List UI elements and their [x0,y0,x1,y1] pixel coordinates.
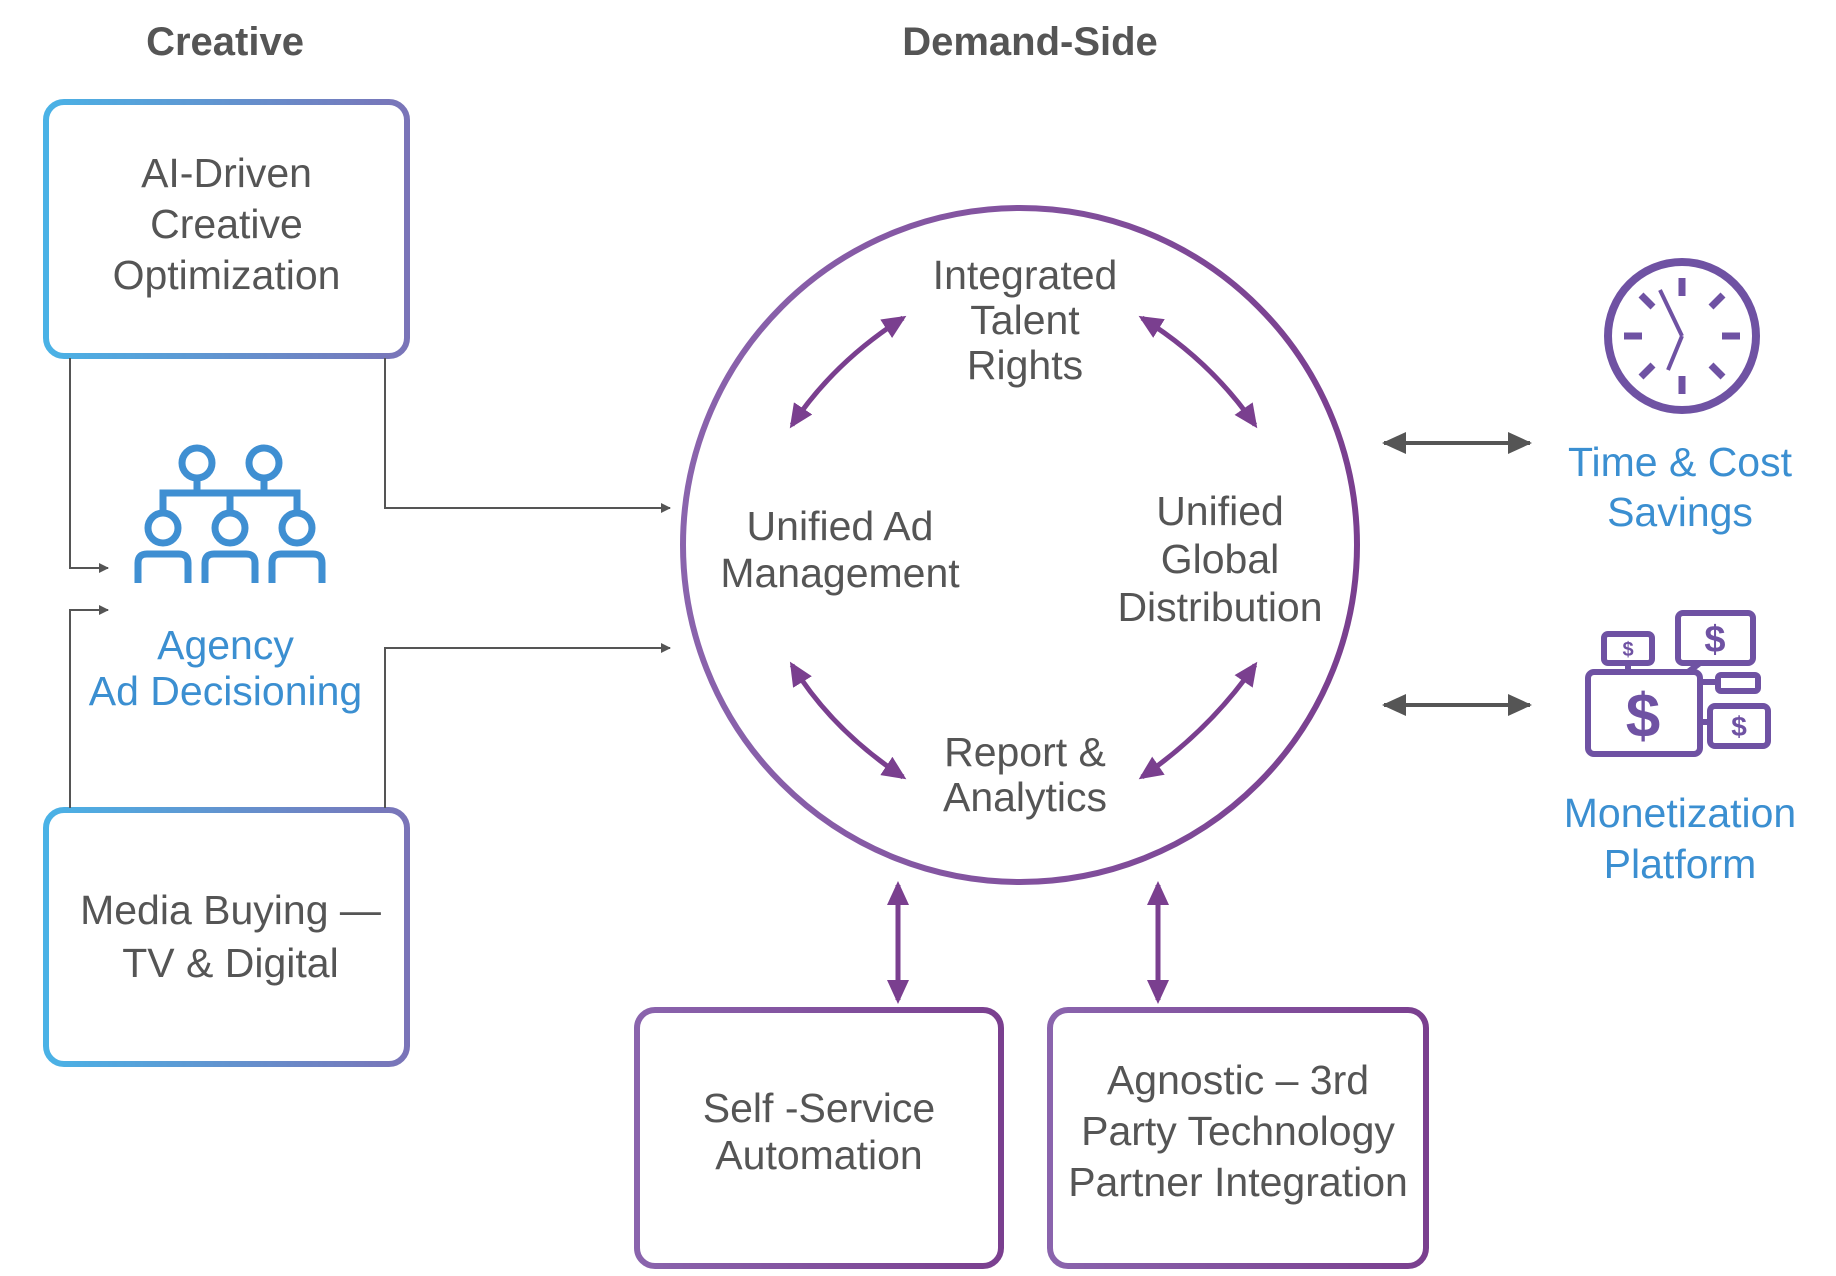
monetization-platform-label: Monetization Platform [1535,788,1825,890]
time-line-2: Savings [1607,489,1753,535]
media-buying-line-2: TV & Digital [122,940,339,986]
people-network-icon [134,444,326,583]
svg-text:$: $ [1704,619,1725,661]
ai-creative-label: AI-Driven Creative Optimization [46,148,407,301]
clock-icon [1604,258,1760,414]
self-service-line-1: Self -Service [702,1085,936,1131]
cycle-left-line-2: Management [720,550,960,596]
cycle-top-line-1: Integrated [932,252,1118,298]
cycle-arrow-top-left [789,315,907,429]
ai-creative-box [43,99,410,359]
cycle-label-unified-global-distribution: Unified Global Distribution [1105,487,1335,631]
media-buying-line-1: Media Buying — [80,887,381,933]
cycle-top-line-3: Rights [966,342,1084,388]
connector-media-to-circle [384,643,671,808]
monetization-line-1: Monetization [1563,790,1797,836]
svg-text:$: $ [1622,639,1633,661]
cycle-top-line-2: Talent [970,297,1080,343]
agency-ad-decisioning-label: Agency Ad Decisioning [70,622,381,714]
media-buying-box [43,807,410,1067]
monetization-line-2: Platform [1603,841,1757,887]
agnostic-label: Agnostic – 3rd Party Technology Partner … [1050,1055,1426,1208]
connector-ai-to-agency [69,358,109,573]
ai-creative-line-3: Optimization [112,252,341,298]
self-service-box [634,1007,1004,1269]
cycle-label-unified-ad-management: Unified Ad Management [705,503,975,597]
agnostic-line-3: Partner Integration [1068,1159,1408,1205]
cycle-right-line-2: Global [1160,536,1280,582]
cycle-label-report-analytics: Report & Analytics [900,730,1150,820]
cycle-label-integrated-talent-rights: Integrated Talent Rights [900,253,1150,388]
cycle-arrow-bottom-left [789,661,907,780]
creative-header: Creative [146,20,304,64]
demand-side-header: Demand-Side [902,20,1158,64]
agency-line-1: Agency [157,622,294,668]
ai-creative-line-2: Creative [150,201,303,247]
time-cost-savings-label: Time & Cost Savings [1535,437,1825,537]
cycle-right-line-1: Unified [1156,488,1284,534]
agnostic-box [1047,1007,1429,1269]
connector-ai-to-circle [384,358,671,513]
media-buying-label: Media Buying — TV & Digital [70,884,391,990]
money-network-icon: $ $ $ $ [1585,610,1771,757]
time-line-1: Time & Cost [1567,439,1793,485]
cycle-arrow-top-right [1138,315,1258,429]
cycle-arrow-bottom-right [1138,661,1258,780]
agnostic-line-2: Party Technology [1081,1108,1395,1154]
self-service-line-2: Automation [715,1132,923,1178]
cycle-bottom-line-1: Report & [944,729,1106,775]
agnostic-line-1: Agnostic – 3rd [1106,1057,1370,1103]
connector-media-to-agency [69,605,109,808]
svg-text:$: $ [1731,711,1747,742]
cycle-right-line-3: Distribution [1117,584,1323,630]
cycle-bottom-line-2: Analytics [942,774,1108,820]
self-service-label: Self -Service Automation [637,1085,1001,1179]
svg-text:$: $ [1626,682,1660,751]
agency-line-2: Ad Decisioning [88,668,363,714]
demand-side-circle [680,205,1360,885]
ai-creative-line-1: AI-Driven [141,150,312,196]
cycle-left-line-1: Unified Ad [746,503,934,549]
